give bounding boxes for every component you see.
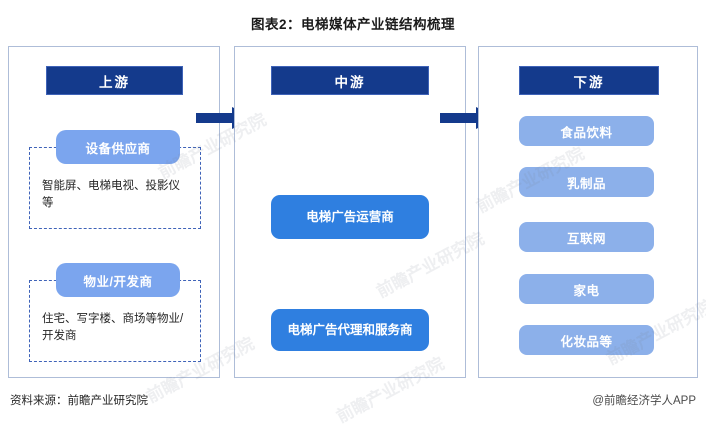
- badge-equipment-supplier: 设备供应商: [56, 130, 180, 164]
- footer-brand-text: @前瞻经济学人APP: [592, 395, 696, 407]
- badge-property-developer: 物业/开发商: [56, 263, 180, 297]
- upstream-group-equipment-supplier: 设备供应商 智能屏、电梯电视、投影仪等: [29, 130, 201, 229]
- midstream-box-operator: 电梯广告运营商: [271, 195, 429, 239]
- upstream-group-property-developer: 物业/开发商 住宅、写字楼、商场等物业/开发商: [29, 263, 201, 362]
- body-property-developer: 住宅、写字楼、商场等物业/开发商: [42, 313, 184, 342]
- downstream-box-internet: 互联网: [519, 222, 654, 252]
- stage-header-midstream: 中游: [271, 66, 429, 95]
- downstream-box-dairy: 乳制品: [519, 167, 654, 197]
- supply-chain-diagram: 上游 设备供应商 智能屏、电梯电视、投影仪等 物业/开发商 住宅、写字楼、商场等…: [0, 46, 706, 427]
- panel-downstream: 下游 食品饮料 乳制品 互联网 家电 化妆品等: [478, 46, 698, 378]
- panel-upstream: 上游 设备供应商 智能屏、电梯电视、投影仪等 物业/开发商 住宅、写字楼、商场等…: [8, 46, 220, 378]
- downstream-box-cosmetics: 化妆品等: [519, 325, 654, 355]
- midstream-box-agency-service: 电梯广告代理和服务商: [271, 309, 429, 351]
- footer-source-text: 资料来源：前瞻产业研究院: [10, 395, 148, 407]
- panel-midstream: 中游 电梯广告运营商 电梯广告代理和服务商: [234, 46, 466, 378]
- body-equipment-supplier: 智能屏、电梯电视、投影仪等: [42, 180, 180, 209]
- stage-header-upstream: 上游: [46, 66, 183, 95]
- page-title: 图表2：电梯媒体产业链结构梳理: [250, 17, 455, 32]
- stage-header-downstream: 下游: [519, 66, 659, 95]
- downstream-box-food-beverage: 食品饮料: [519, 116, 654, 146]
- downstream-box-home-appliance: 家电: [519, 274, 654, 304]
